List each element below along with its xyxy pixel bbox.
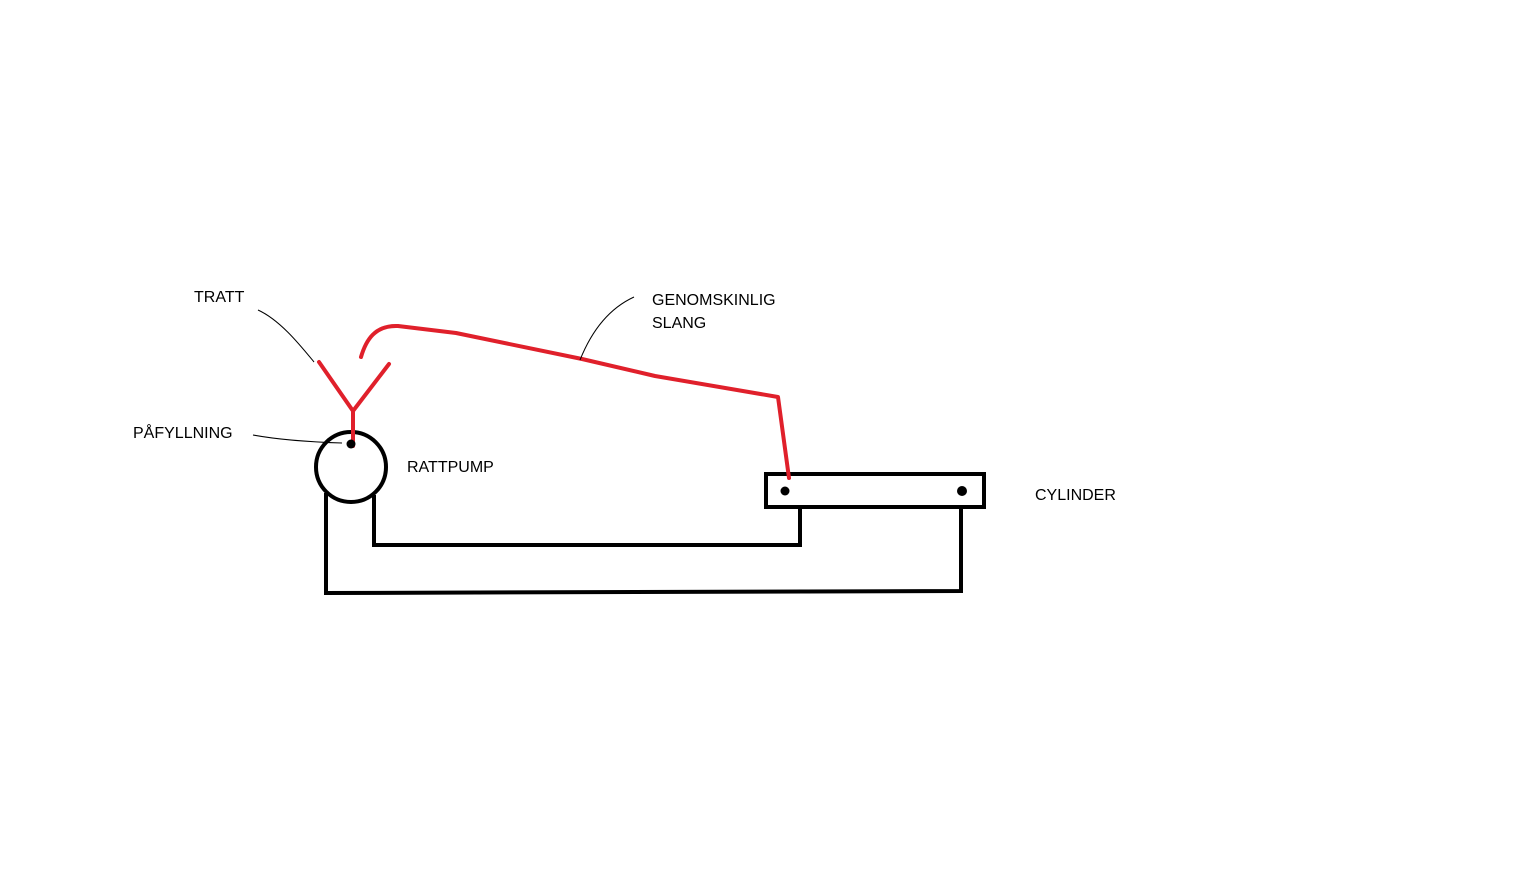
leader-line-genomskinlig bbox=[579, 296, 635, 361]
inner-pressure-line bbox=[372, 495, 802, 547]
hydraulic-lines bbox=[324, 493, 963, 596]
label-pafyllning: PÅFYLLNING bbox=[133, 422, 233, 445]
funnel-icon bbox=[317, 360, 391, 448]
cylinder-body bbox=[764, 472, 986, 509]
label-rattpump: RATTPUMP bbox=[407, 456, 494, 479]
label-genomskinlig-line2: SLANG bbox=[652, 315, 707, 332]
outer-return-line bbox=[324, 493, 963, 596]
label-cylinder-text: CYLINDER bbox=[1035, 487, 1116, 504]
leader-line-pafyllning bbox=[252, 434, 343, 444]
label-genomskinlig-line1: GENOMSKINLIG bbox=[652, 292, 776, 309]
transparent-hose bbox=[359, 323, 791, 480]
label-tratt: TRATT bbox=[194, 286, 244, 309]
fill-port bbox=[346, 439, 356, 449]
cylinder-port-left bbox=[780, 486, 790, 496]
label-rattpump-text: RATTPUMP bbox=[407, 459, 494, 476]
leader-lines bbox=[252, 296, 635, 444]
label-tratt-text: TRATT bbox=[194, 289, 245, 306]
label-genomskinlig-slang: GENOMSKINLIG SLANG bbox=[652, 289, 776, 335]
label-pafyllning-text: PÅFYLLNING bbox=[133, 425, 233, 442]
cylinder-port-right bbox=[957, 486, 967, 496]
leader-line-tratt bbox=[257, 309, 315, 363]
transparent-hose-group bbox=[317, 323, 791, 480]
label-cylinder: CYLINDER bbox=[1035, 484, 1116, 507]
